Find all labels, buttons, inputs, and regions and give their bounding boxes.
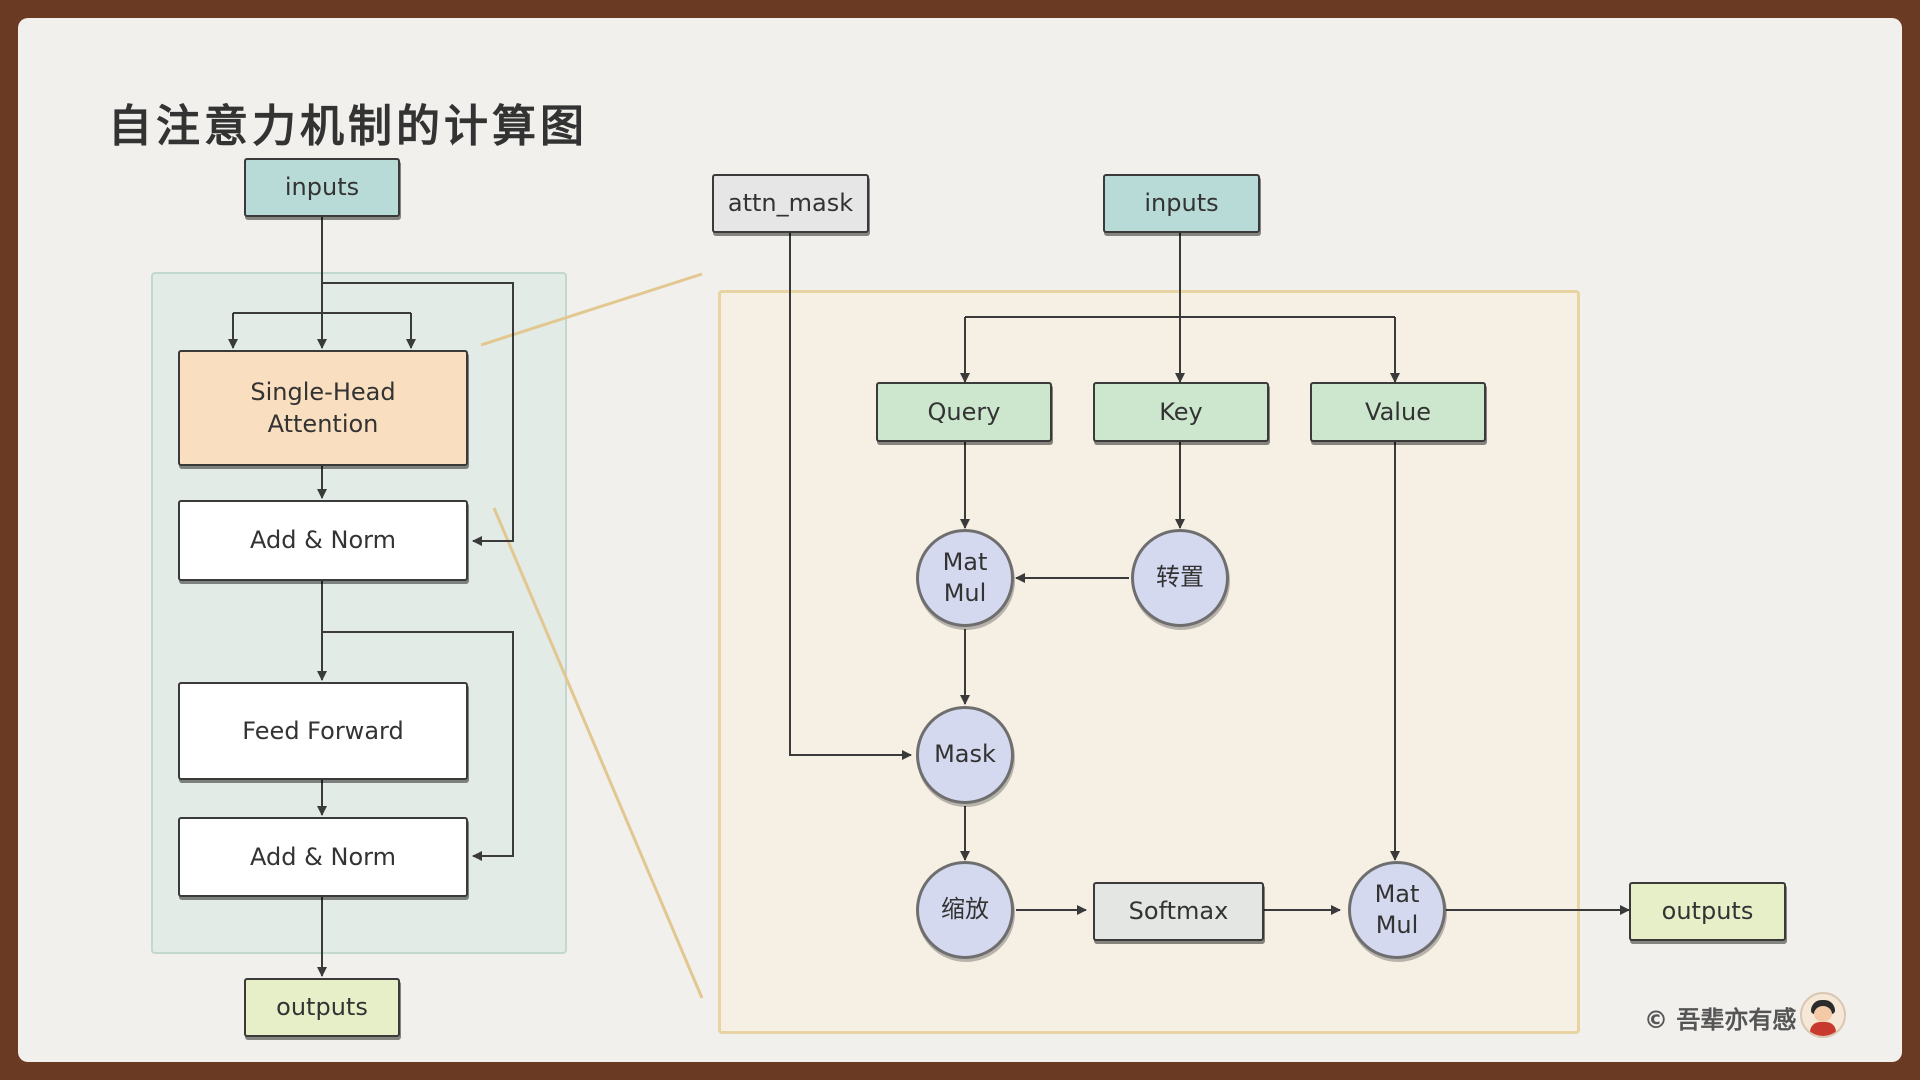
matmul-av-node: Mat Mul	[1348, 861, 1446, 959]
value-node: Value	[1310, 382, 1486, 442]
transpose-node: 转置	[1131, 529, 1229, 627]
zoom-line-top	[480, 272, 703, 347]
slide: 自注意力机制的计算图	[18, 18, 1902, 1062]
add-norm-1-node: Add & Norm	[178, 500, 468, 581]
copyright-text: © 吾辈亦有感	[1644, 1006, 1797, 1034]
detail-inputs-node: inputs	[1103, 174, 1260, 233]
encoder-outputs-node: outputs	[244, 978, 400, 1037]
slide-title: 自注意力机制的计算图	[108, 101, 588, 152]
matmul-qk-node: Mat Mul	[916, 529, 1014, 627]
query-node: Query	[876, 382, 1052, 442]
feed-forward-node: Feed Forward	[178, 682, 468, 780]
edge-residual-1	[322, 282, 514, 546]
diagram-edges	[228, 217, 1630, 999]
mask-node: Mask	[916, 706, 1014, 804]
detail-outputs-node: outputs	[1629, 882, 1786, 941]
zoom-line-bottom	[492, 507, 704, 999]
edge-attn-mask-to-mask	[789, 233, 912, 760]
author-avatar	[1800, 992, 1846, 1038]
softmax-node: Softmax	[1093, 882, 1264, 941]
attn-mask-node: attn_mask	[712, 174, 869, 233]
single-head-attention-node: Single-Head Attention	[178, 350, 468, 466]
encoder-inputs-node: inputs	[244, 158, 400, 217]
scale-node: 缩放	[916, 861, 1014, 959]
edge-residual-2	[322, 631, 514, 861]
add-norm-2-node: Add & Norm	[178, 817, 468, 897]
key-node: Key	[1093, 382, 1269, 442]
